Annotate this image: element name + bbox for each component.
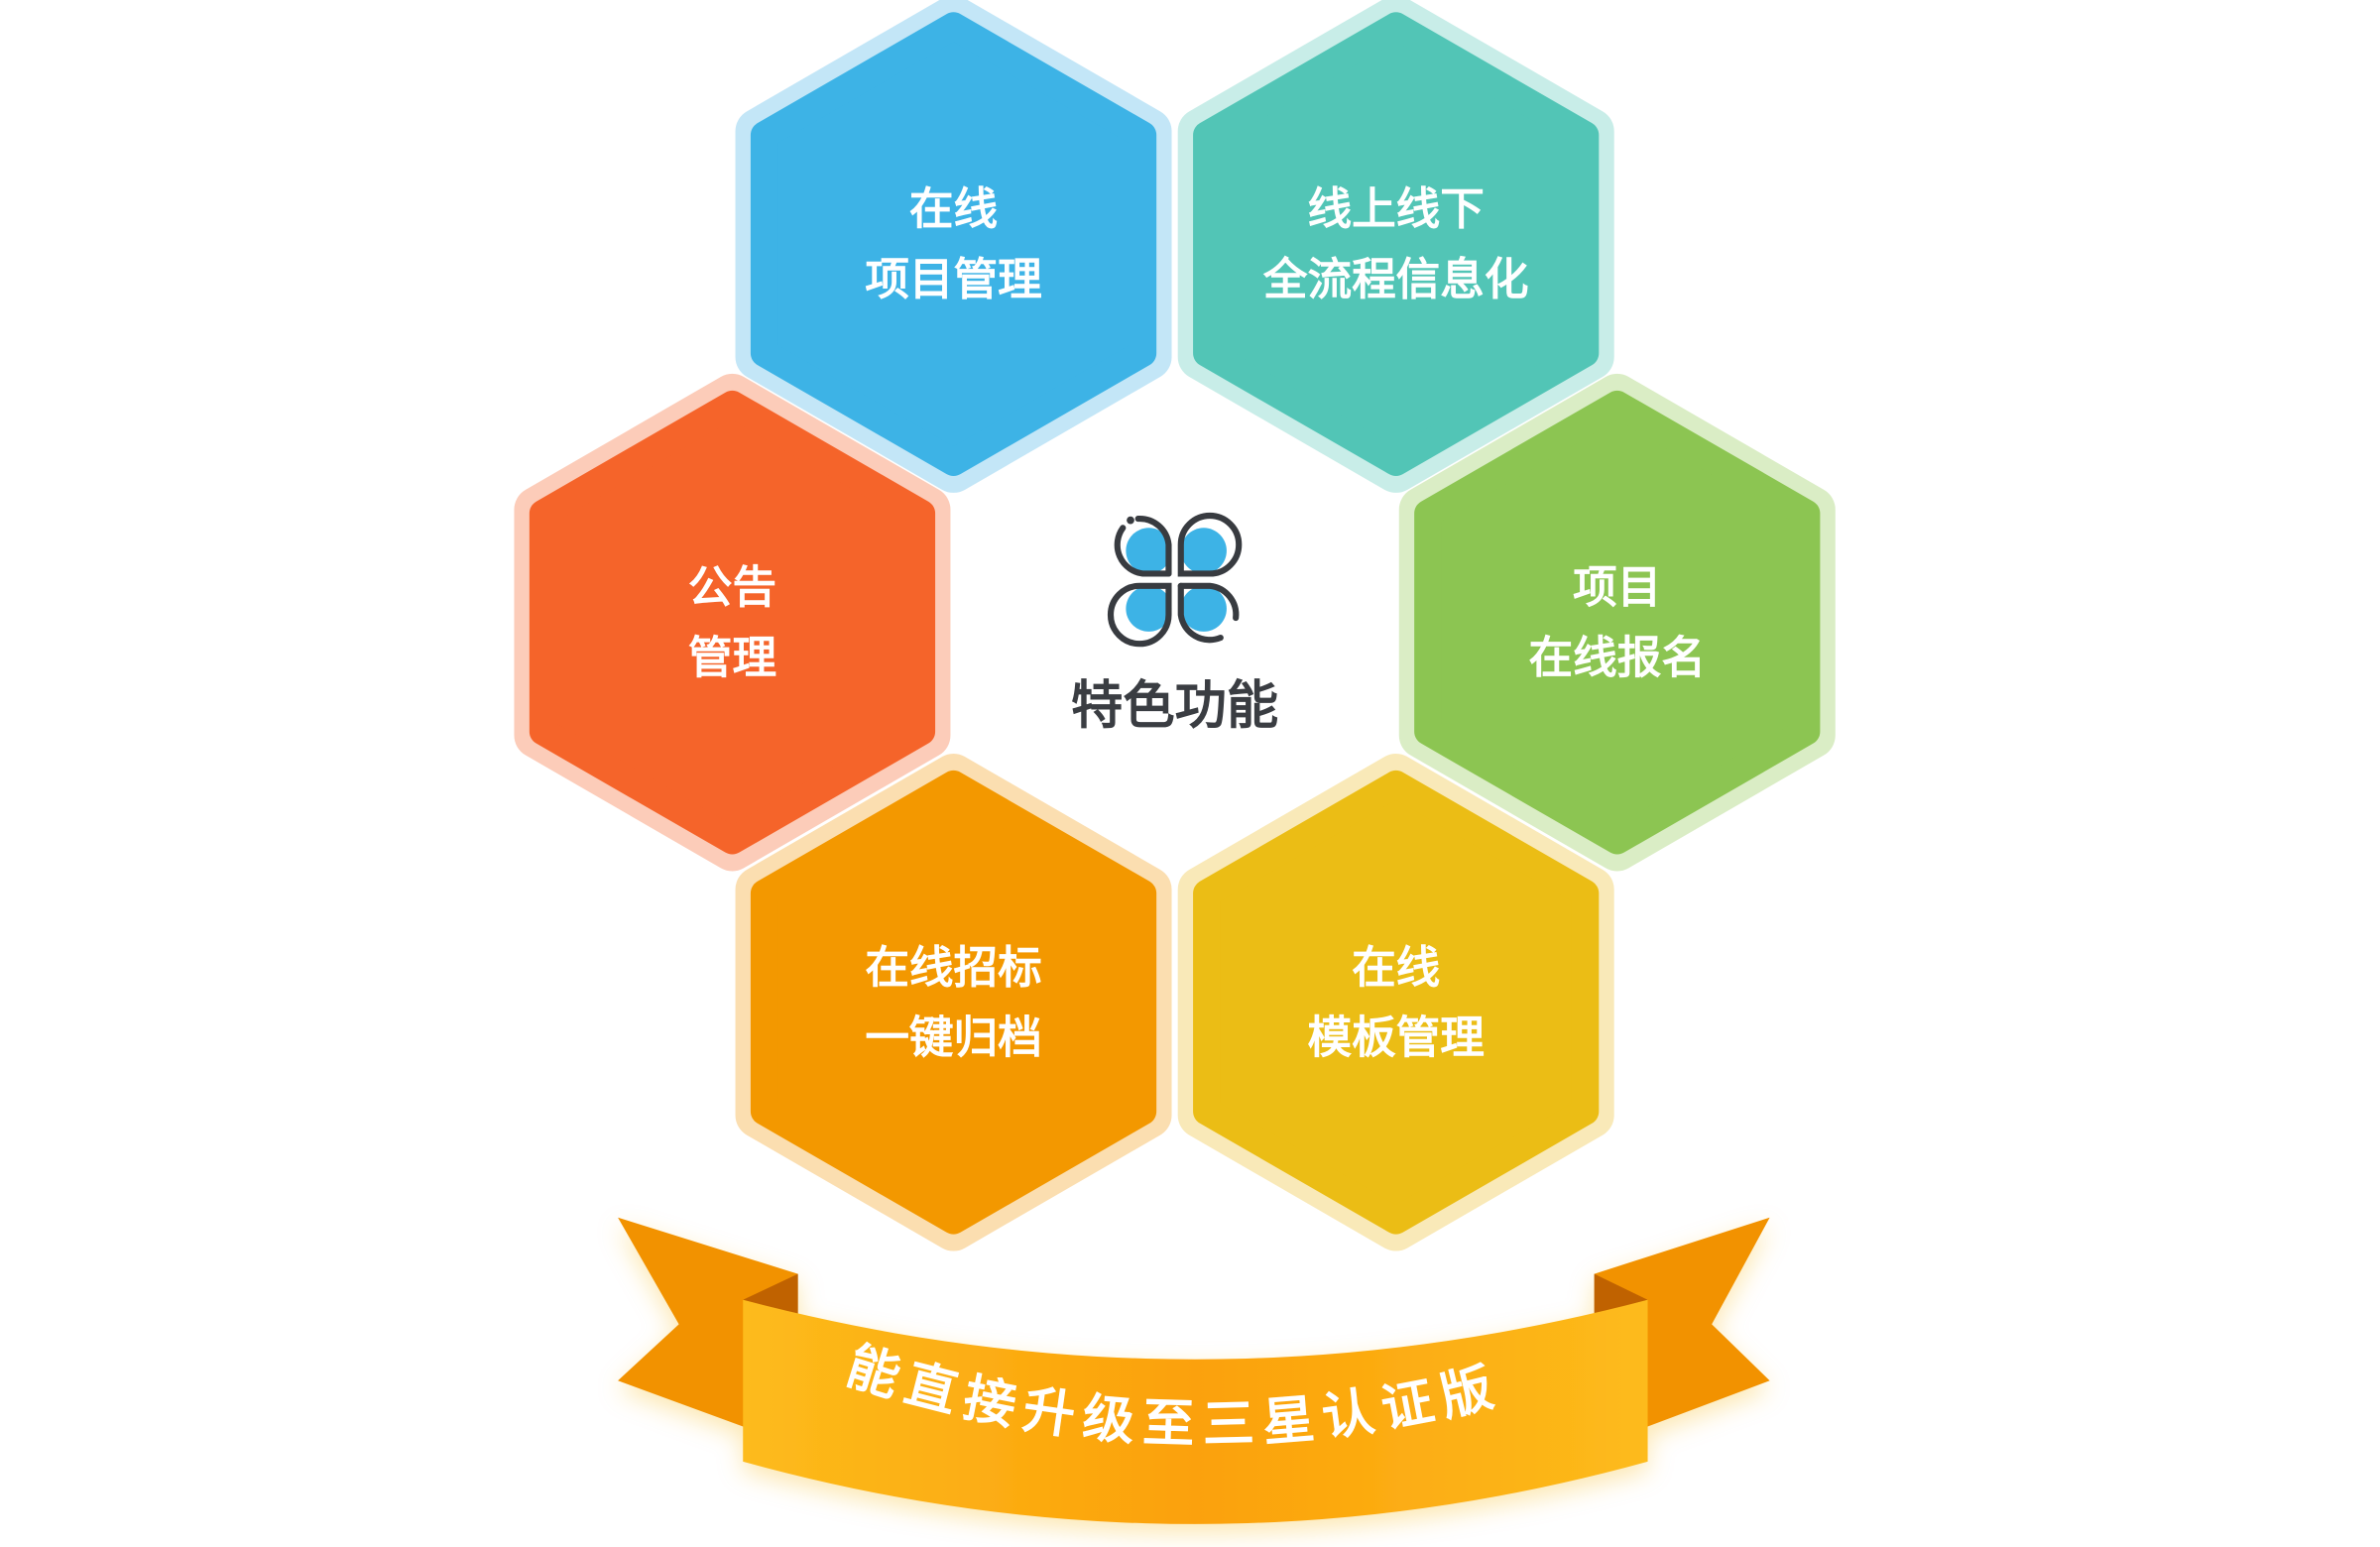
feature-label-line: 全流程信息化 <box>1262 254 1529 305</box>
feature-label: 在线模板管理 <box>1307 942 1484 1064</box>
feature-label: 公告管理 <box>688 562 776 684</box>
center-title: 特色功能 <box>1071 675 1278 736</box>
feature-label-line: 在线招标 <box>865 942 1041 994</box>
hexagon-body <box>750 12 1157 477</box>
feature-hexagon-online-template-management: 在线模板管理 <box>1177 754 1614 1251</box>
feature-hexagon-announcement-management: 公告管理 <box>514 373 951 872</box>
hexagon-body <box>750 770 1157 1235</box>
feature-label-line: 一键归档 <box>865 1012 1041 1064</box>
banner-ribbon <box>618 1217 1770 1524</box>
feature-label-line: 在线报名 <box>1529 632 1706 683</box>
feature-hexagon-online-bidding-archive: 在线招标一键归档 <box>735 754 1172 1251</box>
feature-hexagon-online-project-management: 在线项目管理 <box>735 0 1172 493</box>
feature-label: 在线项目管理 <box>865 183 1041 305</box>
feature-label-line: 线上线下 <box>1307 183 1484 235</box>
feature-label-line: 公告 <box>688 562 776 614</box>
hexagon-body <box>1193 770 1600 1235</box>
clover-icon <box>1107 512 1243 648</box>
feature-label-line: 在线 <box>1352 942 1440 994</box>
hexagon-body <box>529 390 936 855</box>
feature-label-line: 管理 <box>688 632 776 683</box>
feature-hexagon-online-registration: 项目在线报名 <box>1398 373 1836 872</box>
feature-hexagon-online-offline-informatization: 线上线下全流程信息化 <box>1177 0 1614 493</box>
feature-label-line: 项目 <box>1573 562 1661 614</box>
feature-label-line: 项目管理 <box>865 254 1041 305</box>
feature-label-line: 在线 <box>909 183 998 235</box>
feature-label: 线上线下全流程信息化 <box>1262 183 1529 305</box>
feature-label-line: 模板管理 <box>1307 1012 1484 1064</box>
feature-label: 项目在线报名 <box>1529 562 1706 684</box>
hexagon-body <box>1193 12 1600 477</box>
hexagon-body <box>1414 390 1821 855</box>
feature-label: 在线招标一键归档 <box>865 942 1041 1064</box>
